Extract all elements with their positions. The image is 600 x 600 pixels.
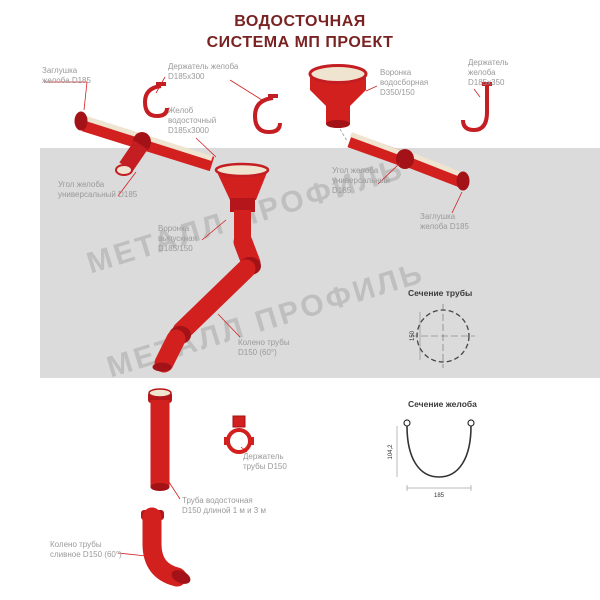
- label-gutter-holder-350: Держатель желоба D185x350: [468, 58, 509, 87]
- section-pipe-diagram: 150: [410, 304, 475, 368]
- gutter-hook-left: [142, 82, 169, 119]
- page-title: ВОДОСТОЧНАЯ СИСТЕМА МП ПРОЕКТ: [0, 12, 600, 54]
- drain-elbow-part: [141, 507, 191, 587]
- label-pipe-holder: Держатель трубы D150: [243, 452, 287, 471]
- gutter-corner-right-part: [396, 149, 414, 169]
- section-gutter-diagram: 185 104,2: [388, 419, 475, 499]
- gutter-width-dimension: 185: [434, 493, 445, 499]
- collecting-funnel-part: [308, 64, 368, 142]
- label-end-cap-left: Заглушка желоба D185: [42, 66, 91, 85]
- gutter-end-cap-right-part: [456, 171, 470, 191]
- label-gutter-holder-300: Держатель желоба D185x300: [168, 62, 239, 81]
- page-title-line2: СИСТЕМА МП ПРОЕКТ: [206, 33, 394, 51]
- outlet-funnel-part: [214, 162, 270, 240]
- gutter-height-dimension: 104,2: [388, 444, 394, 460]
- heading-section-gutter: Сечение желоба: [408, 399, 477, 409]
- pipe-diameter-dimension: 150: [410, 330, 416, 341]
- label-corner-left: Угол желоба универсальный D185: [58, 180, 138, 199]
- downpipe-part: [148, 388, 172, 491]
- gutter-hook-middle: [252, 94, 282, 135]
- label-downpipe: Труба водосточная D150 длиной 1 м и 3 м: [182, 496, 266, 515]
- pipe-elbow-upper-part: [152, 232, 261, 373]
- label-gutter: Желоб водосточный D185x3000: [168, 106, 217, 135]
- label-corner-right: Угол желоба универсальный D185: [332, 166, 390, 195]
- label-collecting-funnel: Воронка водосборная D350/150: [380, 68, 429, 97]
- leader-lines: [44, 76, 481, 557]
- label-end-cap-right: Заглушка желоба D185: [420, 212, 469, 231]
- label-outlet-funnel: Воронка выпускная D185/150: [158, 224, 197, 253]
- label-pipe-elbow: Колено трубы D150 (60°): [238, 338, 290, 357]
- pipe-holder-part: [224, 415, 254, 454]
- gutter-end-cap-left-part: [74, 111, 88, 131]
- gutter-hook-right: [461, 82, 492, 133]
- heading-section-pipe: Сечение трубы: [408, 288, 473, 298]
- gutter-corner-left: [115, 132, 151, 176]
- label-drain-elbow: Колено трубы сливное D150 (60°): [50, 540, 122, 559]
- background-band: [40, 148, 600, 378]
- page-title-line1: ВОДОСТОЧНАЯ: [234, 13, 366, 30]
